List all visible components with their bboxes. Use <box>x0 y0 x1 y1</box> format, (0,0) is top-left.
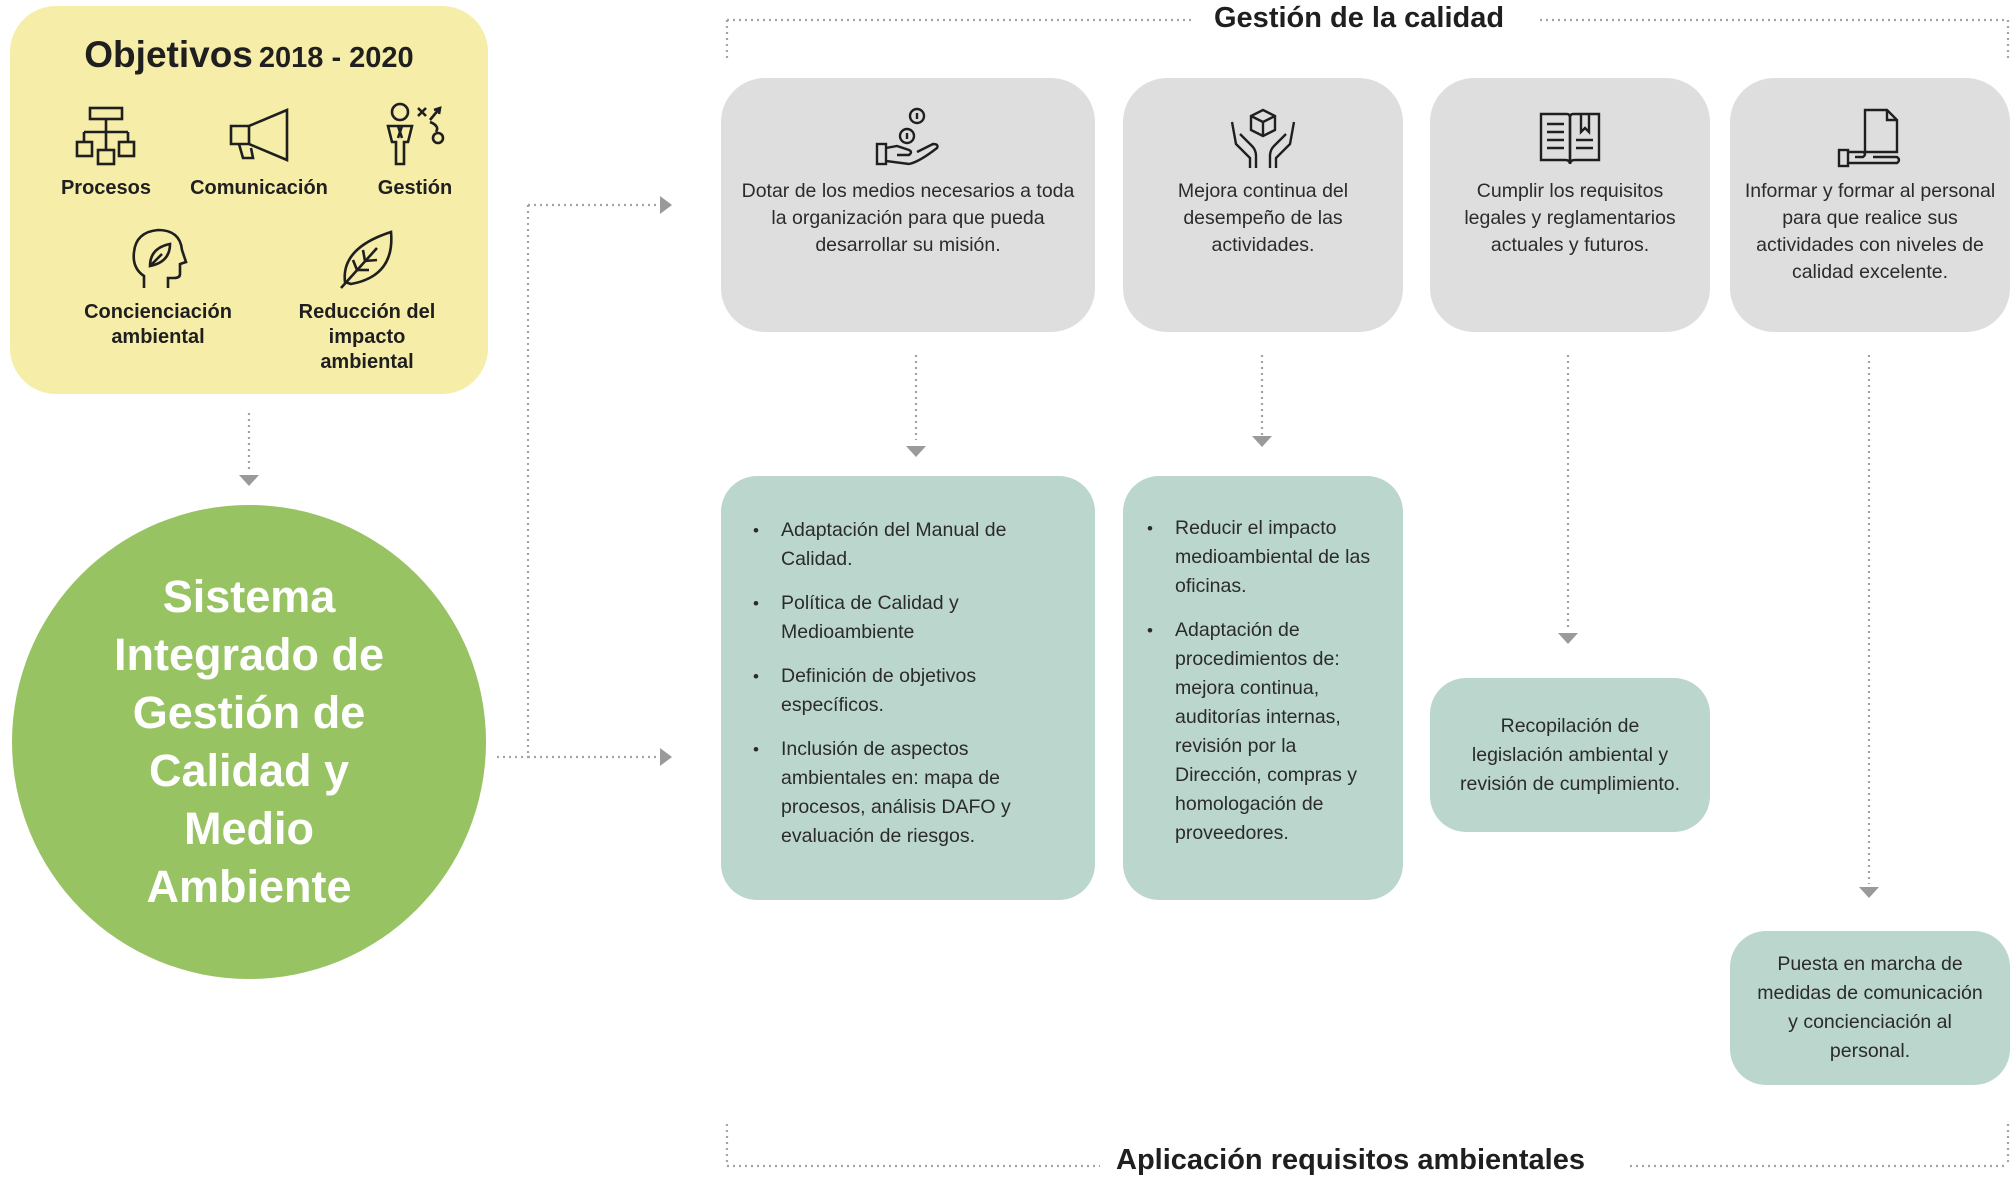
objective-gestion: Gestión <box>350 102 480 201</box>
quality-section-title: Gestión de la calidad <box>1198 2 1521 35</box>
env-card-calidad: Adaptación del Manual de Calidad. Políti… <box>721 476 1095 900</box>
env-card-comunicacion: Puesta en marcha de medidas de comunicac… <box>1730 931 2010 1085</box>
quality-card-requisitos: Cumplir los requisitos legales y reglame… <box>1430 78 1710 332</box>
hand-document-icon <box>1837 108 1901 168</box>
org-chart-icon <box>75 106 136 166</box>
env-card-text: Recopilación de legislación ambiental y … <box>1460 714 1681 795</box>
integrated-system-title: Sistema Integrado de Gestión de Calidad … <box>113 571 385 912</box>
quality-card-text: Cumplir los requisitos legales y reglame… <box>1464 180 1676 256</box>
quality-card-text: Mejora continua del desempeño de las act… <box>1177 180 1349 256</box>
quality-card-mejora: Mejora continua del desempeño de las act… <box>1123 78 1403 332</box>
env-card-list: Adaptación del Manual de Calidad. Políti… <box>749 516 1073 851</box>
objective-label: Procesos <box>60 177 152 199</box>
quality-card-formacion: Informar y formar al personal para que r… <box>1730 78 2010 332</box>
leaf-icon <box>340 230 393 289</box>
objective-procesos: Procesos <box>36 102 176 201</box>
environment-section-title: Aplicación requisitos ambientales <box>1100 1144 1601 1177</box>
env-card-list: Reducir el impacto medioambiental de las… <box>1143 514 1381 848</box>
env-card-legislacion: Recopilación de legislación ambiental y … <box>1430 678 1710 832</box>
hand-coins-icon <box>875 107 939 166</box>
open-book-icon <box>1539 112 1601 165</box>
env-card-bullet: Adaptación de procedimientos de: mejora … <box>1143 616 1381 848</box>
integrated-system-circle: Sistema Integrado de Gestión de Calidad … <box>12 505 486 979</box>
env-card-text: Puesta en marcha de medidas de comunicac… <box>1757 953 1983 1062</box>
hands-box-icon <box>1230 108 1296 168</box>
objectives-title-label: Objetivos <box>84 34 253 75</box>
env-card-bullet: Inclusión de aspectos ambientales en: ma… <box>749 735 1073 851</box>
objective-label: Reducción del impacto ambiental <box>298 301 436 373</box>
env-card-impacto: Reducir el impacto medioambiental de las… <box>1123 476 1403 900</box>
megaphone-icon <box>229 108 289 162</box>
objective-label: Concienciación ambiental <box>84 301 232 348</box>
env-card-bullet: Definición de objetivos específicos. <box>749 662 1073 720</box>
objective-comunicacion: Comunicación <box>174 102 344 201</box>
objectives-period: 2018 - 2020 <box>258 42 414 74</box>
strategy-person-icon <box>386 102 445 166</box>
objective-reduccion: Reducción del impacto ambiental <box>282 226 452 375</box>
objective-label: Gestión <box>377 177 453 199</box>
quality-card-medios: Dotar de los medios necesarios a toda la… <box>721 78 1095 332</box>
env-card-bullet: Reducir el impacto medioambiental de las… <box>1143 514 1381 601</box>
quality-card-text: Informar y formar al personal para que r… <box>1744 180 1996 283</box>
env-card-bullet: Política de Calidad y Medioambiente <box>749 589 1073 647</box>
objective-label: Comunicación <box>190 177 328 199</box>
env-card-bullet: Adaptación del Manual de Calidad. <box>749 516 1073 574</box>
head-leaf-icon <box>132 228 188 288</box>
objective-concienciacion: Concienciación ambiental <box>68 226 248 350</box>
quality-card-text: Dotar de los medios necesarios a toda la… <box>741 180 1075 256</box>
